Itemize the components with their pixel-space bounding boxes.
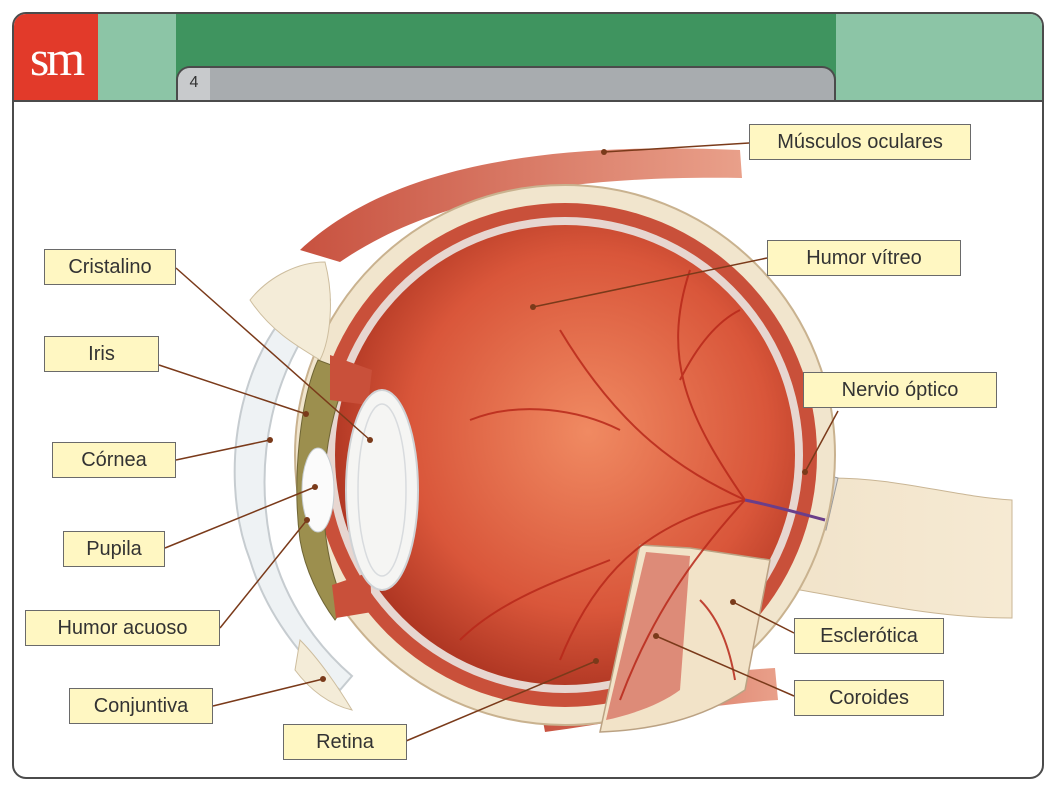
label-musculos-oculares: Músculos oculares [749, 124, 971, 160]
label-coroides: Coroides [794, 680, 944, 716]
ciliary-body-lower [332, 572, 372, 618]
label-iris: Iris [44, 336, 159, 372]
crystalline-lens [345, 389, 419, 591]
page-number: 4 [178, 68, 210, 102]
header-band-light [98, 14, 176, 102]
leader-cornea [175, 439, 271, 461]
leader-pupila [164, 486, 316, 549]
retinal-vessels [459, 269, 746, 701]
label-retina: Retina [283, 724, 407, 760]
leader-arrowheads [267, 149, 808, 682]
header-band-right [836, 14, 1042, 102]
label-esclerotica: Esclerótica [794, 618, 944, 654]
ciliary-body-upper [330, 355, 372, 405]
optic-vessel [744, 498, 826, 522]
leader-coroides [655, 635, 795, 697]
label-conjuntiva: Conjuntiva [69, 688, 213, 724]
lens-rings [357, 403, 407, 577]
leader-retina [405, 660, 597, 742]
label-cornea: Córnea [52, 442, 176, 478]
leader-lines [158, 142, 839, 742]
leader-humor-acuoso [219, 519, 308, 629]
leader-esclerotica [732, 601, 795, 634]
label-cristalino: Cristalino [44, 249, 176, 285]
upper-muscle [300, 148, 742, 262]
label-nervio-optico: Nervio óptico [803, 372, 997, 408]
leader-nervio [804, 410, 839, 473]
pupil-opening [301, 447, 335, 533]
leader-iris [158, 364, 307, 415]
header-divider [14, 100, 1042, 102]
label-pupila: Pupila [63, 531, 165, 567]
conjunctiva-upper [249, 261, 331, 361]
label-humor-vitreo: Humor vítreo [767, 240, 961, 276]
leader-conjuntiva [212, 678, 324, 707]
leader-humor-vitreo [532, 257, 768, 308]
leader-musculos [603, 142, 750, 153]
sm-logo: sm [14, 14, 98, 102]
leader-cristalino [175, 267, 371, 441]
label-humor-acuoso: Humor acuoso [25, 610, 220, 646]
page-tab: 4 [176, 66, 836, 102]
